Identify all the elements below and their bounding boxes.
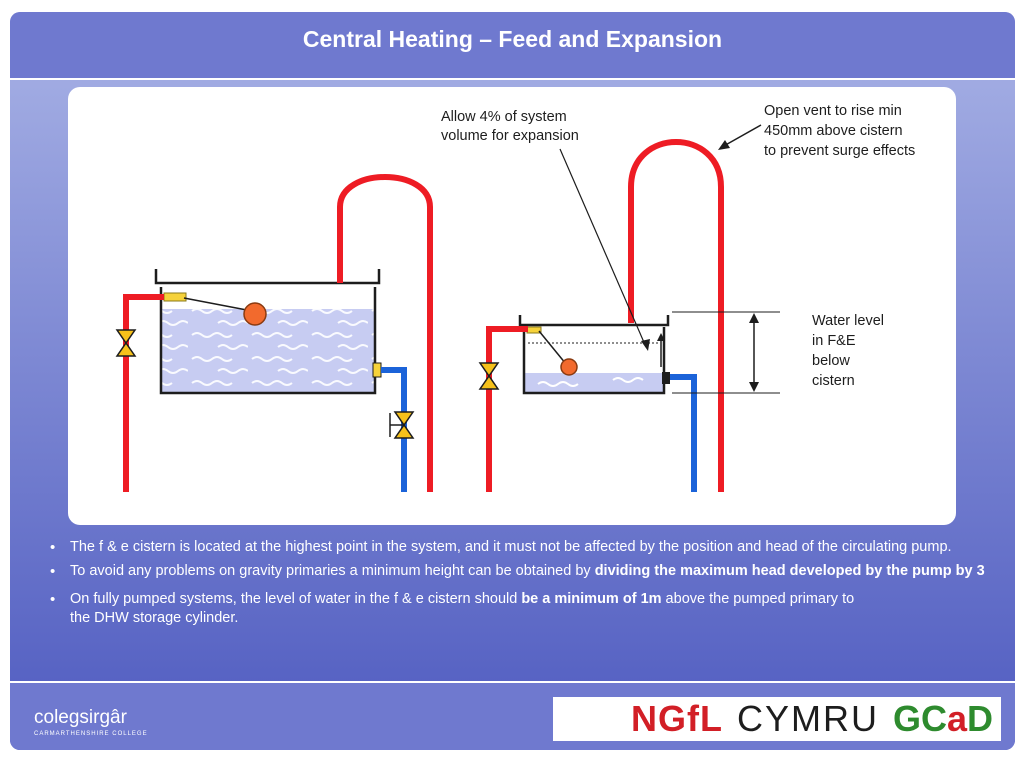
left-valve-icon [115,329,137,357]
bullet-item: • The f & e cistern is located at the hi… [48,534,988,561]
left-supply-pipe [123,294,164,492]
right-cistern [518,315,670,395]
bullet-item: • To avoid any problems on gravity prima… [50,563,985,580]
left-open-vent-pipe [337,174,433,492]
bullet-dot-icon: • [50,539,56,556]
left-float-ball [243,302,267,326]
left-feed-valve-icon [389,411,415,439]
right-open-vent-pipe [628,139,724,492]
expansion-leader-line [559,148,647,348]
vent-leader-line [721,124,762,148]
vent-label: Open vent to rise min 450mm above cister… [764,103,915,159]
left-cistern [154,269,382,395]
slide-footer: colegsirgâr CARMARTHENSHIRE COLLEGE NGfL… [10,681,1015,750]
slide-title: Central Heating – Feed and Expansion [302,26,723,52]
right-cistern-lid [518,315,670,327]
bullet-dot-icon: • [50,591,56,608]
slide: Central Heating – Feed and Expansion [10,12,1015,750]
diagram-panel: Allow 4% of system volume for expansion … [68,87,956,525]
college-logo: colegsirgâr CARMARTHENSHIRE COLLEGE [34,707,148,737]
right-valve-icon [478,362,500,390]
bullet-item: • On fully pumped systems, the level of … [50,591,855,626]
bullet-dot-icon: • [50,563,56,580]
right-cistern-water [524,373,664,393]
bullet-list: • The f & e cistern is located at the hi… [48,534,988,637]
right-float-ball [560,358,578,376]
left-cistern-lid [154,269,381,285]
left-cold-feed-pipe [381,367,407,492]
right-supply-pipe [486,326,528,492]
feed-expansion-diagram: Allow 4% of system volume for expansion … [115,103,915,492]
right-cold-feed-pipe [670,374,697,492]
water-level-label: Water level in F&E below cistern [812,313,888,389]
slide-header: Central Heating – Feed and Expansion [10,12,1015,80]
expansion-label: Allow 4% of system volume for expansion [441,109,579,144]
